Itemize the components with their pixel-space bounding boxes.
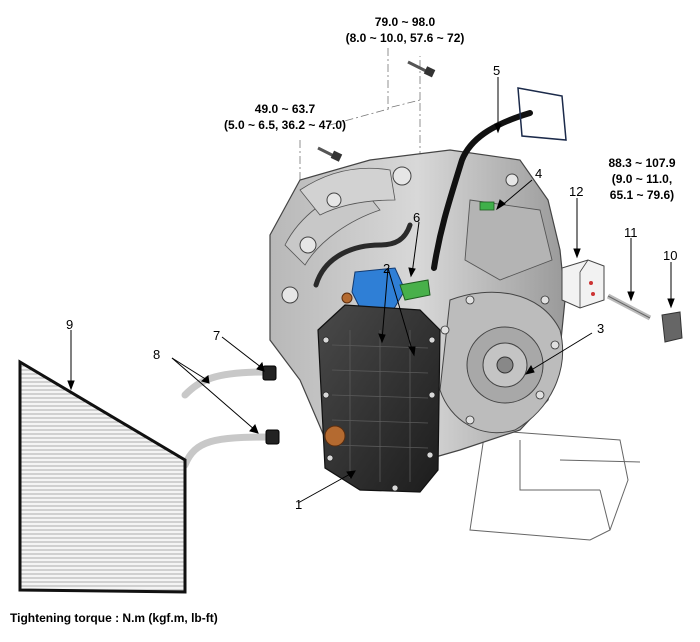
torque-right-line1: 88.3 ~ 107.9 [608,156,676,170]
oil-cooler [18,359,187,594]
torque-right-line3: 65.1 ~ 79.6) [609,188,675,202]
callout-1: 1 [295,497,303,512]
callout-12: 12 [569,184,584,199]
torque-spec-right: 88.3 ~ 107.9 (9.0 ~ 11.0, 65.1 ~ 79.6) [592,155,692,203]
torque-top-line1: 79.0 ~ 98.0 [374,15,436,29]
bolt-left [317,146,343,162]
callout-6: 6 [413,210,421,225]
torque-top-line2: (8.0 ~ 10.0, 57.6 ~ 72) [345,31,465,45]
callout-8: 8 [153,347,161,362]
torque-right-line2: (9.0 ~ 11.0, [611,172,673,186]
torque-spec-top: 79.0 ~ 98.0 (8.0 ~ 10.0, 57.6 ~ 72) [330,14,480,46]
torque-left-line1: 49.0 ~ 63.7 [254,102,316,116]
callout-4: 4 [535,166,543,181]
hose-fittings [262,365,280,445]
cooler-hoses [181,368,274,469]
torque-left-line2: (5.0 ~ 6.5, 36.2 ~ 47.0) [223,118,347,132]
part-12-bracket [561,259,605,309]
mount-bracket-outline [469,429,641,541]
oil-pan [317,292,441,493]
callout-10: 10 [663,248,678,263]
callout-3: 3 [597,321,605,336]
callout-9: 9 [66,317,74,332]
callout-7: 7 [213,328,221,343]
callout-2: 2 [383,261,391,276]
bolt-top [407,60,436,78]
part-11-bolt [606,293,652,321]
part-10-cap [661,311,683,343]
leader-lines [67,77,675,504]
sensor-4 [479,201,495,211]
callout-5: 5 [493,63,501,78]
callout-11: 11 [624,225,638,240]
torque-unit-note: Tightening torque : N.m (kgf.m, lb-ft) [10,611,218,625]
breather-hose [313,222,413,288]
torque-spec-left: 49.0 ~ 63.7 (5.0 ~ 6.5, 36.2 ~ 47.0) [205,101,365,133]
